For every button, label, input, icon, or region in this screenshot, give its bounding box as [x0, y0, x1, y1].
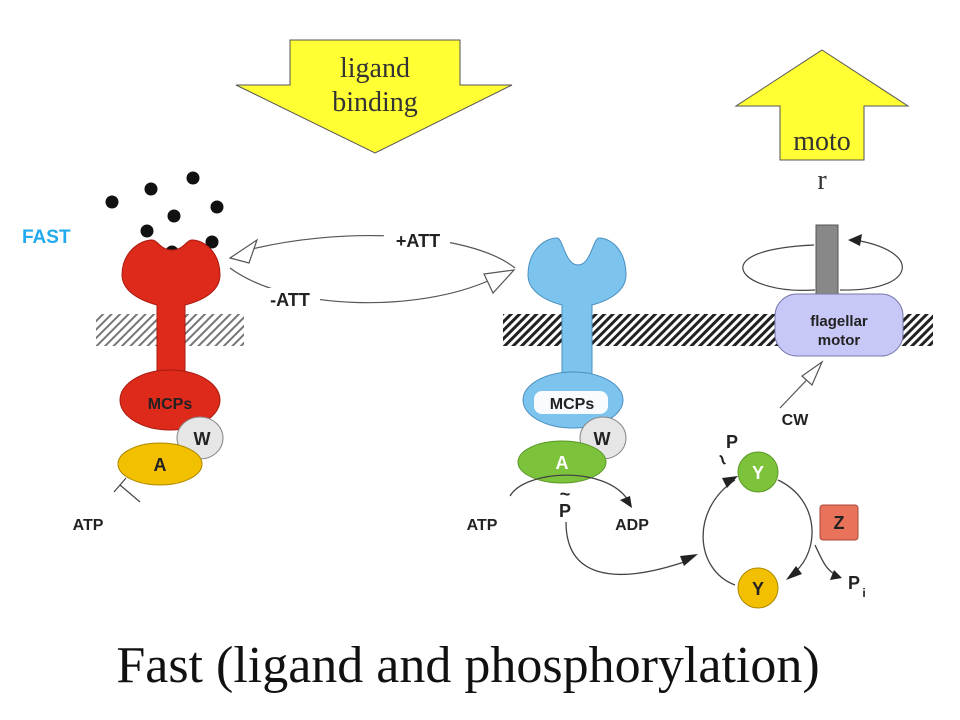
pi-label: P [848, 573, 860, 593]
ligand-dot [210, 200, 224, 214]
atp-label-right: ATP [467, 517, 498, 534]
motor-label-line2: motor [818, 332, 861, 349]
mcps-label-right: MCPs [550, 396, 595, 413]
mcps-label-left: MCPs [148, 396, 193, 413]
receptor-left: MCPs W A ATP [73, 239, 224, 534]
att-transition: +ATT -ATT [228, 229, 516, 310]
phosphorylation-cycle: P ~ Y Y Z P i [702, 432, 866, 609]
a-label-right: A [556, 453, 569, 473]
ligand-dot [105, 195, 119, 209]
ligand-dot [167, 209, 181, 223]
fast-label: FAST [22, 227, 71, 248]
cycle-y-bottom-label: Y [752, 579, 764, 599]
ligand-dot [186, 171, 200, 185]
motor-arrow: moto r [734, 49, 910, 196]
ligand-binding-arrow: ligand binding [235, 39, 513, 154]
ligand-label: ligand [340, 53, 410, 84]
tilde-right: ~ [560, 484, 571, 504]
motor-arrow-label: moto [793, 126, 851, 157]
pi-subscript: i [862, 586, 865, 600]
motor-label-line1: flagellar [810, 313, 868, 330]
receptor-right: MCPs W A ~ P ATP ADP [467, 237, 698, 576]
atp-label-left: ATP [73, 517, 104, 534]
w-label-left: W [194, 429, 211, 449]
cycle-y-top-label: Y [752, 463, 764, 483]
flagellar-motor: flagellar motor CW [742, 224, 904, 429]
ligand-dot [205, 235, 219, 249]
cycle-tilde: ~ [710, 449, 735, 470]
minus-att-label: -ATT [270, 290, 310, 310]
p-label-right: P [559, 501, 571, 521]
cycle-p-label: P [726, 432, 738, 452]
ligand-dot [144, 182, 158, 196]
plus-att-label: +ATT [396, 231, 440, 251]
adp-label-right: ADP [615, 517, 649, 534]
z-label: Z [834, 513, 845, 533]
w-label-right: W [594, 429, 611, 449]
binding-label: binding [332, 87, 418, 118]
slide-title: Fast (ligand and phosphorylation) [116, 637, 819, 694]
motor-arrow-label-tail: r [817, 165, 827, 196]
cw-label: CW [782, 412, 810, 429]
ligand-dot [140, 224, 154, 238]
a-label-left: A [154, 455, 167, 475]
